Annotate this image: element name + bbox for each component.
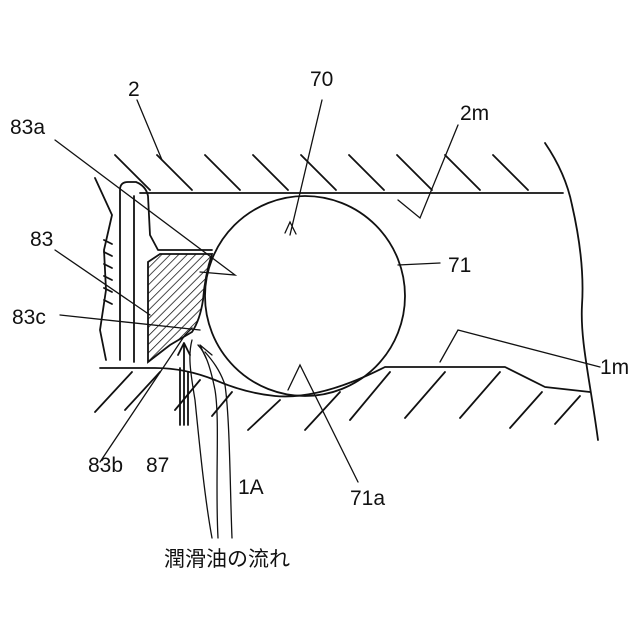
label-83a: 83a xyxy=(10,116,45,139)
label-1A: 1A xyxy=(238,476,264,499)
label-71a: 71a xyxy=(350,487,385,510)
leader-lines xyxy=(55,100,600,482)
inner-member xyxy=(95,367,590,430)
seal-body xyxy=(148,254,212,362)
label-70: 70 xyxy=(310,68,333,91)
upper-housing xyxy=(115,155,563,193)
label-1m: 1m xyxy=(600,356,629,379)
label-83: 83 xyxy=(30,228,53,251)
caption-oil-flow: 潤滑油の流れ xyxy=(164,547,290,571)
oil-flow-arrows xyxy=(190,340,232,538)
label-83b: 83b xyxy=(88,454,123,477)
lower-hatching xyxy=(95,372,580,430)
ball xyxy=(205,196,405,396)
upper-hatching xyxy=(115,155,528,190)
label-2m: 2m xyxy=(460,102,489,125)
label-83c: 83c xyxy=(12,306,46,329)
label-87: 87 xyxy=(146,454,169,477)
right-break-line xyxy=(545,143,598,440)
label-71: 71 xyxy=(448,254,471,277)
label-2: 2 xyxy=(128,78,140,101)
oil-passage xyxy=(178,343,190,425)
